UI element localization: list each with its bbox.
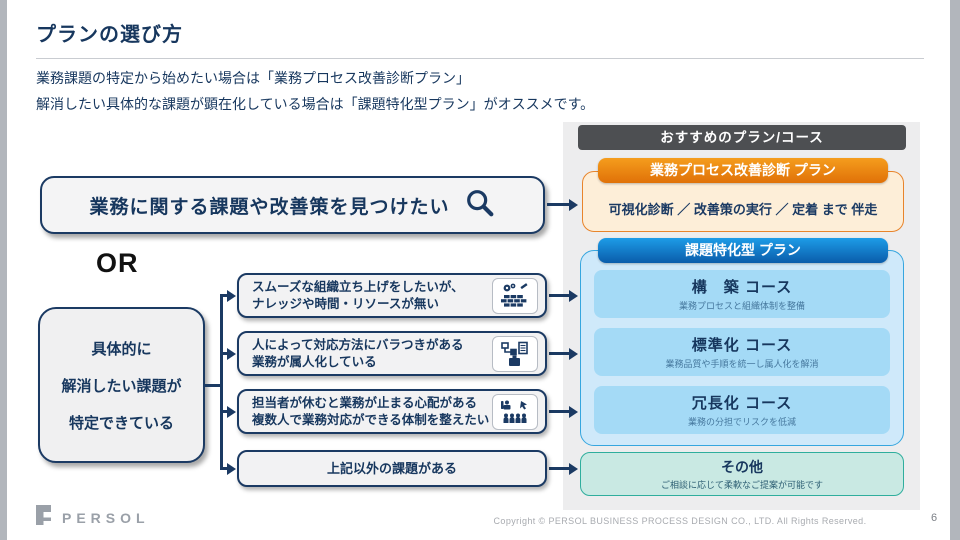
left-edge-strip — [0, 0, 7, 540]
page-title: プランの選び方 — [36, 24, 183, 46]
or-label: OR — [96, 248, 139, 278]
persol-logo-icon — [36, 505, 54, 530]
persol-logo-text: PERSOL — [62, 509, 150, 526]
organization-build-icon — [492, 277, 538, 314]
connector-trunk — [220, 294, 223, 470]
course-name: 標準化 コース — [691, 337, 793, 354]
arrow-issue3-to-course3 — [549, 410, 570, 413]
page-number: 6 — [930, 512, 938, 524]
other-name: その他 — [721, 459, 763, 475]
magnifier-icon — [464, 187, 496, 224]
arrow-find-to-plan — [547, 203, 570, 206]
recommend-header: おすすめのプラン/コース — [578, 125, 906, 150]
course-kouchiku: 構 築 コース 業務プロセスと組織体制を整備 — [594, 270, 890, 318]
connector-branch-4 — [220, 467, 228, 470]
issue-box-2: 人によって対応方法にバラつきがある 業務が属人化している — [237, 331, 547, 376]
issue-box-1: スムーズな組織立ち上げをしたいが、 ナレッジや時間・リソースが無い — [237, 273, 547, 318]
specific-line: 解消したい課題が — [61, 377, 182, 395]
diagnosis-plan-body: 可視化診断 ／ 改善策の実行 ／ 定着 まで 伴走 — [608, 202, 878, 217]
issue-line: 担当者が休むと業務が止まる心配がある — [252, 395, 478, 410]
find-issues-box: 業務に関する課題や改善策を見つけたい — [40, 176, 545, 234]
specific-issue-box: 具体的に 解消したい課題が 特定できている — [38, 307, 205, 463]
issue-line: 業務が属人化している — [252, 354, 377, 369]
arrow-issue1-to-course1 — [549, 294, 570, 297]
title-divider — [36, 58, 924, 59]
issue-line: 上記以外の課題がある — [326, 461, 457, 476]
specialized-plan-title: 課題特化型 プラン — [598, 238, 888, 263]
copyright-text: Copyright © PERSOL BUSINESS PROCESS DESI… — [493, 516, 867, 526]
issue-line: 複数人で業務対応ができる体制を整えたい — [252, 412, 490, 427]
course-name: 構 築 コース — [691, 279, 793, 296]
course-desc: 業務プロセスと組織体制を整備 — [678, 301, 805, 311]
team-coverage-icon — [492, 393, 538, 430]
arrow-issue4-to-other — [549, 467, 570, 470]
course-name: 冗長化 コース — [691, 395, 793, 412]
connector-branch-3 — [220, 410, 228, 413]
course-jouchouka: 冗長化 コース 業務の分担でリスクを低減 — [594, 386, 890, 434]
specific-line: 特定できている — [68, 414, 174, 432]
issue-box-3: 担当者が休むと業務が止まる心配がある 複数人で業務対応ができる体制を整えたい — [237, 389, 547, 434]
arrow-issue2-to-course2 — [549, 352, 570, 355]
connector-root — [205, 384, 223, 387]
course-desc: 業務品質や手順を統一し属人化を解消 — [665, 359, 819, 369]
connector-branch-2 — [220, 352, 228, 355]
connector-branch-1 — [220, 294, 228, 297]
other-desc: ご相談に応じて柔軟なご提案が可能です — [660, 480, 823, 490]
issue-box-4: 上記以外の課題がある — [237, 450, 547, 487]
specific-line: 具体的に — [91, 340, 152, 358]
process-standardize-icon — [492, 335, 538, 372]
issue-line: 人によって対応方法にバラつきがある — [252, 337, 464, 352]
intro-line-2: 解消したい具体的な課題が顕在化している場合は「課題特化型プラン」がオススメです。 — [36, 96, 595, 112]
issue-line: ナレッジや時間・リソースが無い — [252, 296, 439, 311]
course-hyoujunka: 標準化 コース 業務品質や手順を統一し属人化を解消 — [594, 328, 890, 376]
issue-line: スムーズな組織立ち上げをしたいが、 — [252, 279, 464, 294]
right-edge-strip — [950, 0, 960, 540]
persol-logo: PERSOL — [36, 505, 150, 530]
other-box: その他 ご相談に応じて柔軟なご提案が可能です — [580, 452, 904, 496]
intro-line-1: 業務課題の特定から始めたい場合は「業務プロセス改善診断プラン」 — [36, 70, 470, 86]
find-issues-label: 業務に関する課題や改善策を見つけたい — [89, 196, 450, 218]
diagnosis-plan-title: 業務プロセス改善診断 プラン — [598, 158, 888, 183]
course-desc: 業務の分担でリスクを低減 — [687, 417, 796, 427]
